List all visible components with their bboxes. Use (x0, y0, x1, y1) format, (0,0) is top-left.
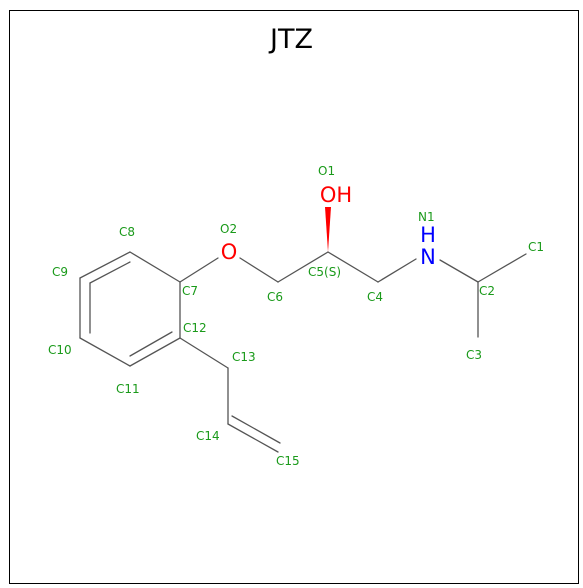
atom-name-o1: O1 (318, 164, 335, 178)
bond-c11-c12 (129, 337, 181, 367)
molecule-title: JTZ (270, 24, 313, 55)
bond-o2-c6 (239, 257, 279, 283)
bond-c2-c1 (477, 253, 527, 283)
atom-name-c5: C5(S) (308, 265, 341, 279)
diagram-frame (9, 10, 579, 584)
atom-name-c10: C10 (48, 343, 72, 357)
bond-c8-c9-inner (89, 261, 131, 284)
atom-n1-label: N (420, 245, 436, 269)
bond-c10-c11 (79, 337, 131, 367)
atom-o1-label: OH (320, 183, 352, 207)
bond-c4-n1 (377, 258, 417, 283)
atom-n1-hydrogen: H (420, 223, 436, 247)
bonds (79, 251, 527, 453)
bond-n1-c2 (439, 259, 479, 283)
bond-c7-c8 (129, 251, 181, 283)
atom-name-c13: C13 (232, 350, 256, 364)
atom-name-c12: C12 (183, 321, 207, 335)
atom-name-c2: C2 (479, 284, 495, 298)
bond-c12-c13 (179, 337, 229, 369)
atom-name-c14: C14 (196, 429, 220, 443)
atom-name-c3: C3 (466, 348, 482, 362)
atom-name-c7: C7 (182, 284, 198, 298)
atom-name-c15: C15 (276, 454, 300, 468)
wedge-bond-c5-o1 (325, 207, 331, 252)
atom-name-c11: C11 (116, 382, 140, 396)
atom-name-o2: O2 (220, 222, 237, 236)
bond-c14-c15 (227, 423, 279, 453)
bond-c5-c4 (327, 251, 379, 283)
bond-c14-c15-double (231, 415, 281, 444)
bond-c6-c5 (277, 251, 329, 283)
atom-name-c1: C1 (528, 240, 544, 254)
atom-name-c6: C6 (267, 290, 283, 304)
bond-c7-o2 (179, 257, 219, 283)
atom-name-c8: C8 (119, 225, 135, 239)
atom-name-c9: C9 (52, 265, 68, 279)
bond-c11-c12-inner (129, 331, 173, 357)
bond-c8-c9 (79, 251, 131, 279)
atom-o2-label: O (221, 240, 238, 264)
atom-name-c4: C4 (367, 290, 383, 304)
atom-name-n1: N1 (418, 210, 435, 224)
